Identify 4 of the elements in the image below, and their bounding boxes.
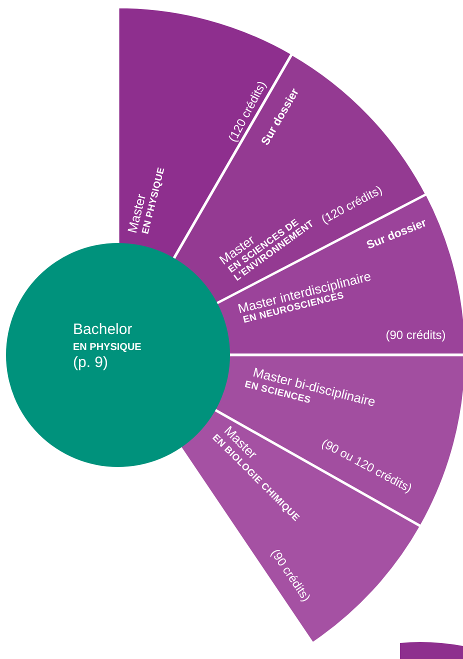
degree-label: Bachelor — [73, 321, 132, 338]
credits-label: (90 crédits) — [386, 329, 446, 342]
field-label: EN PHYSIQUE — [73, 342, 142, 353]
page-reference: (p. 9) — [73, 354, 108, 371]
